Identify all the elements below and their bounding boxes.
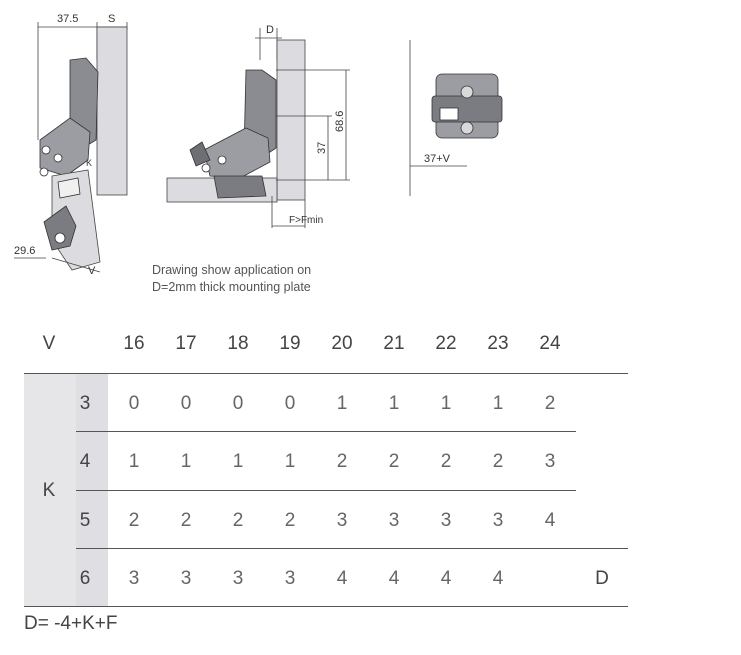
k-value: 6 (79, 568, 91, 589)
d-cell: 0 (284, 393, 296, 414)
d-cell: 2 (336, 451, 348, 472)
d-cell: 3 (492, 510, 504, 531)
k-value: 5 (79, 510, 91, 531)
dim-f-label: F>Fmin (289, 215, 323, 226)
d-cell: 3 (336, 510, 348, 531)
d-cell: 1 (284, 451, 296, 472)
d-cell: 2 (388, 451, 400, 472)
table-top-rule (24, 373, 628, 374)
d-cell: 3 (284, 568, 296, 589)
note-line-2: D=2mm thick mounting plate (152, 280, 311, 294)
v-value-header: 17 (175, 333, 197, 354)
d-cell: 3 (544, 451, 556, 472)
d-cell: 2 (544, 393, 556, 414)
d-column-label: D (595, 568, 609, 589)
v-value-header: 20 (331, 333, 353, 354)
d-cell: 1 (440, 393, 452, 414)
d-cell: 0 (128, 393, 140, 414)
dim-37v-label: 37+V (424, 153, 451, 165)
d-cell: 3 (388, 510, 400, 531)
table-bottom-rule (24, 606, 628, 607)
formula-text: D= -4+K+F (24, 613, 118, 634)
k-row-label: K (42, 480, 56, 501)
dim-v-label: V (88, 265, 96, 277)
mounting-plate-drawing: 37+V (409, 40, 503, 196)
d-cell: 3 (440, 510, 452, 531)
row-divider (76, 431, 576, 432)
d-cell: 2 (128, 510, 140, 531)
d-cell: 1 (336, 393, 348, 414)
row-divider (76, 490, 576, 491)
d-cell: 2 (180, 510, 192, 531)
d-cell: 3 (232, 568, 244, 589)
d-cell: 1 (388, 393, 400, 414)
note-line-1: Drawing show application on (152, 263, 312, 277)
d-cell: 0 (180, 393, 192, 414)
v-value-header: 24 (539, 333, 561, 354)
hinge-side-view-drawing: 37.5 S 29.6 V K (14, 13, 128, 277)
v-value-header: 16 (123, 333, 145, 354)
dim-37-label: 37 (316, 142, 328, 154)
d-cell: 2 (492, 451, 504, 472)
d-cell: 3 (180, 568, 192, 589)
hinge-closed-view-drawing: D 68.6 37 F>Fmin (166, 24, 350, 228)
d-cell: 2 (232, 510, 244, 531)
d-cell: 1 (492, 393, 504, 414)
d-cell: 0 (232, 393, 244, 414)
dim-k-label: K (86, 158, 92, 168)
v-value-header: 22 (435, 333, 457, 354)
row-divider (76, 548, 628, 549)
d-cell: 4 (544, 510, 556, 531)
dim-68-6-label: 68.6 (334, 111, 346, 132)
dim-s-label: S (108, 13, 115, 25)
d-cell: 3 (128, 568, 140, 589)
k-column-band (24, 373, 76, 606)
dim-37-5-label: 37.5 (57, 13, 78, 25)
d-cell: 4 (440, 568, 452, 589)
d-cell: 1 (232, 451, 244, 472)
d-cell: 4 (336, 568, 348, 589)
drawing-note: Drawing show application on D=2mm thick … (152, 262, 311, 296)
hinge-drawings: 37.5 S 29.6 V K D (14, 13, 503, 277)
v-header-label: V (42, 333, 56, 354)
v-value-header: 23 (487, 333, 509, 354)
d-cell: 1 (180, 451, 192, 472)
dim-29-6-label: 29.6 (14, 245, 35, 257)
v-value-header: 19 (279, 333, 301, 354)
dim-d-label: D (266, 24, 274, 36)
d-cell: 1 (128, 451, 140, 472)
k-value: 4 (79, 451, 91, 472)
v-value-header: 21 (383, 333, 405, 354)
d-cell: 2 (284, 510, 296, 531)
k-values-band (76, 373, 108, 606)
d-cell: 4 (492, 568, 504, 589)
d-cell: 2 (440, 451, 452, 472)
v-value-header: 18 (227, 333, 249, 354)
d-cell: 4 (388, 568, 400, 589)
k-value: 3 (79, 393, 91, 414)
